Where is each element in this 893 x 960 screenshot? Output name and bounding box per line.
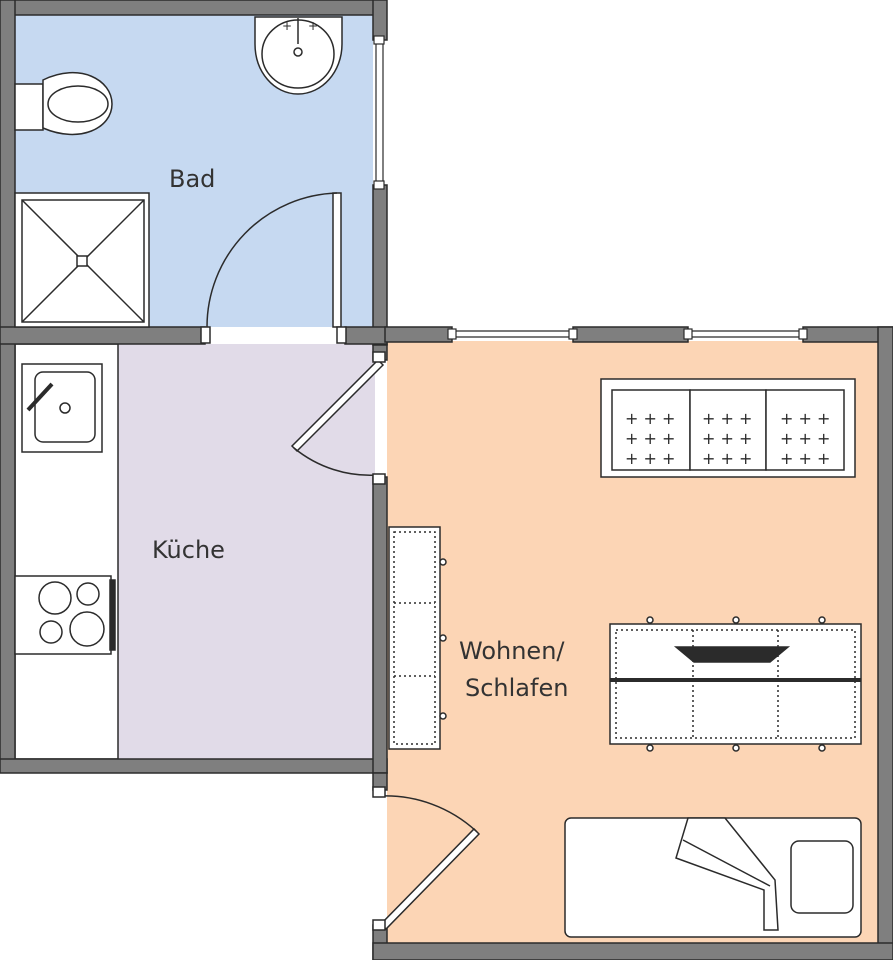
room-label-kueche: Küche [152,536,225,564]
svg-text:+ + +: + + + [702,429,752,448]
svg-text:+ + +: + + + [702,449,752,468]
svg-text:+ + +: + + + [780,449,830,468]
svg-text:+ + +: + + + [702,409,752,428]
svg-text:+ + +: + + + [780,409,830,428]
table-icon [609,616,862,752]
door-icon [290,351,386,485]
room-label-bad: Bad [169,165,215,193]
shelf-icon [388,526,447,750]
shower-icon [14,192,150,328]
svg-text:+ + +: + + + [625,449,675,468]
svg-text:+: + [308,19,318,33]
door-icon [372,786,481,931]
room-label-schlafen: Schlafen [465,674,568,702]
svg-text:+ + +: + + + [780,429,830,448]
stove-icon [14,575,116,655]
svg-text:+ + +: + + + [625,429,675,448]
door-icon [200,192,347,344]
sink-icon [21,363,103,453]
bed-icon [564,817,862,938]
toilet-icon [14,71,113,136]
room-label-wohnen: Wohnen/ [459,637,565,665]
svg-text:+ + +: + + + [625,409,675,428]
window-icon [373,35,808,340]
sofa-icon: + + + + + + + + + + + + + + + + + + + + … [600,378,856,478]
svg-text:+: + [282,19,292,33]
washbasin-icon: + + [254,16,343,95]
